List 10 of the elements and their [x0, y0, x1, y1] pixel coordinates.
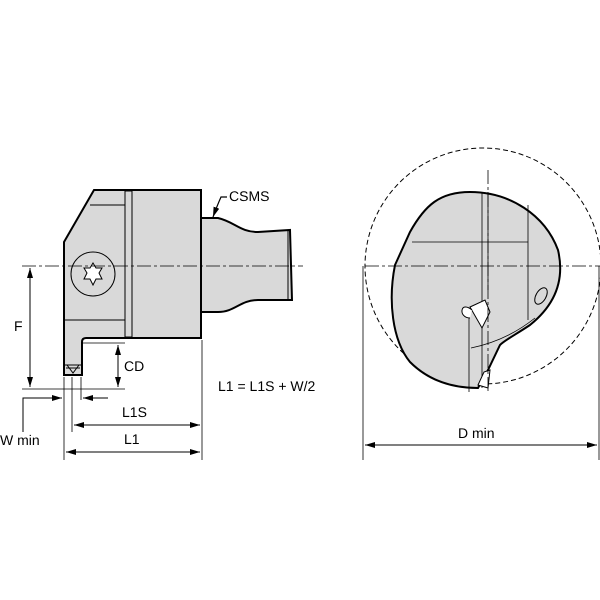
- leader-line: [212, 196, 227, 218]
- dimension-label: L1 = L1S + W/2: [218, 378, 316, 394]
- dimension-label: F: [14, 318, 23, 334]
- callout-label: CSMS: [229, 188, 270, 204]
- dimension-label: L1: [124, 431, 140, 447]
- dimension-label: D min: [458, 425, 495, 441]
- tool-side-view-drawing: [63, 189, 293, 376]
- dimension-label: W min: [0, 432, 40, 448]
- dimension-label: L1S: [122, 404, 147, 420]
- dimension-label: CD: [124, 358, 144, 374]
